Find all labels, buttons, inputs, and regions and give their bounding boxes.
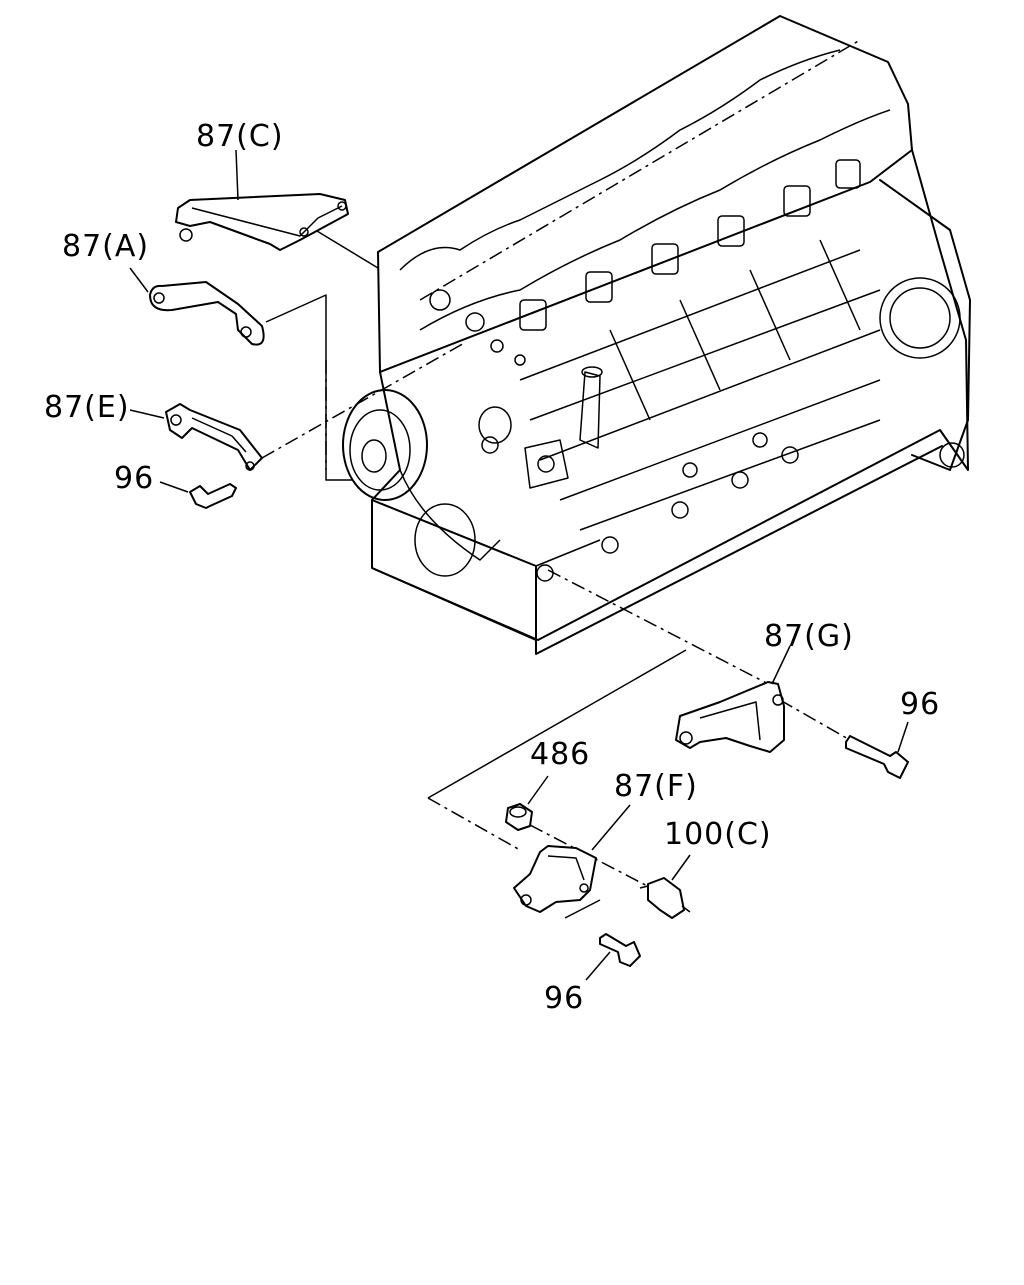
sensor-100c: [639, 854, 691, 919]
callout-87c: 87(C): [196, 119, 284, 154]
bracket-87g: [675, 645, 791, 753]
nut-486: [505, 775, 549, 831]
bracket-87e: [129, 403, 263, 471]
bracket-87c: [175, 149, 349, 251]
bolt-96-bottom: [585, 933, 641, 981]
callout-87e: 87(E): [44, 390, 130, 425]
callout-87g: 87(G): [764, 619, 854, 654]
bolt-96-left: [159, 481, 237, 509]
engine-block: [342, 15, 971, 655]
callout-96-right: 96: [900, 687, 941, 722]
callout-486: 486: [530, 737, 591, 772]
bracket-87f: [513, 804, 631, 913]
callout-100c: 100(C): [664, 817, 772, 852]
leader-lines: [261, 227, 851, 919]
bolt-96-right: [845, 721, 909, 779]
callout-87a: 87(A): [62, 229, 150, 264]
callout-87f: 87(F): [614, 769, 698, 804]
bracket-87a: [129, 267, 265, 346]
callout-96-bottom: 96: [544, 981, 585, 1016]
callout-96-left: 96: [114, 461, 155, 496]
